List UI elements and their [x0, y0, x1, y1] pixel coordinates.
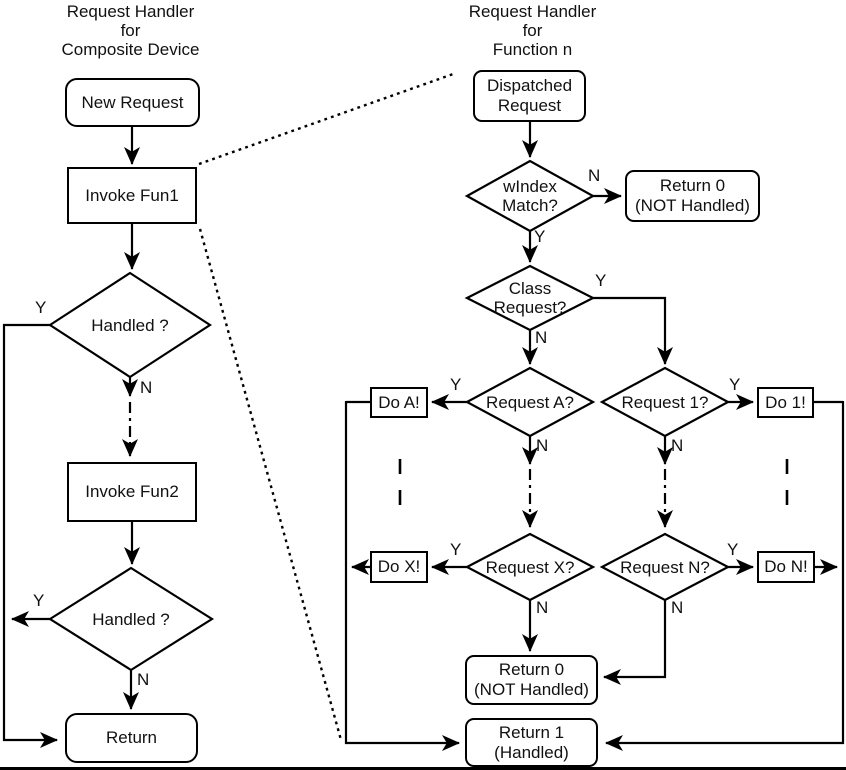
- decision-request1-shape: [599, 366, 731, 438]
- decision-class-shape: [464, 264, 596, 332]
- node-return1: Return 1 (Handled): [465, 718, 598, 767]
- decision-windex-shape: [464, 159, 596, 233]
- edge-label-requestn-yes: Y: [727, 540, 739, 559]
- right-chart-title: Request Handler for Function n: [468, 2, 597, 59]
- left-chart-title: Request Handler for Composite Device: [61, 2, 200, 59]
- edge-label-handled1-no: N: [140, 378, 153, 397]
- decision-requesta-shape: [464, 366, 596, 438]
- bottom-border-strip: [0, 767, 846, 770]
- decision-requestn-shape: [599, 532, 731, 602]
- decision-handled2-shape: [47, 566, 215, 672]
- decision-requestx-shape: [464, 532, 596, 602]
- edge-label-handled2-yes: Y: [33, 591, 45, 610]
- edge-label-requestx-yes: Y: [450, 540, 462, 559]
- node-dispatched-request: Dispatched Request: [473, 70, 586, 122]
- node-invoke-fun1: Invoke Fun1: [67, 167, 197, 224]
- node-do-a: Do A!: [370, 387, 428, 418]
- node-return0-bottom: Return 0 (NOT Handled): [465, 655, 598, 705]
- edge-leftbus-return1: [344, 401, 460, 751]
- dotted-line-bottom: [198, 228, 343, 741]
- edge-label-handled2-no: N: [137, 670, 150, 689]
- node-do-1: Do 1!: [757, 387, 814, 418]
- edge-label-request1-yes: Y: [729, 375, 741, 394]
- node-new-request: New Request: [65, 78, 200, 127]
- ellipsis-marks: [398, 459, 789, 505]
- decision-handled1-shape: [47, 271, 213, 379]
- edge-requestn-no-return0: [603, 600, 667, 685]
- node-do-n: Do N!: [757, 551, 815, 583]
- edge-handled1-yes-return: [2, 323, 58, 748]
- node-do-x: Do X!: [370, 551, 428, 583]
- edge-label-requestx-no: N: [536, 598, 549, 617]
- zoom-dotted-lines: [198, 71, 457, 741]
- edge-label-requestn-no: N: [671, 598, 684, 617]
- edge-label-requesta-no: N: [536, 436, 549, 455]
- dotted-line-top: [198, 71, 457, 166]
- decision-shapes: [47, 159, 731, 672]
- edge-rightbus-return1: [605, 401, 845, 751]
- edge-class-yes-request1: [593, 296, 673, 365]
- right-chart-connectors: [344, 122, 845, 751]
- edge-label-class-yes: Y: [595, 271, 607, 290]
- edge-label-windex-no: N: [588, 166, 601, 185]
- node-invoke-fun2: Invoke Fun2: [67, 462, 197, 522]
- edge-label-request1-no: N: [671, 436, 684, 455]
- node-return0-top: Return 0 (NOT Handled): [625, 170, 760, 222]
- edge-label-requesta-yes: Y: [450, 375, 462, 394]
- edge-label-windex-yes: Y: [534, 227, 546, 246]
- left-chart-connectors: [2, 127, 140, 748]
- edge-label-handled1-yes: Y: [35, 298, 47, 317]
- node-return: Return: [65, 713, 198, 763]
- edge-label-class-no: N: [535, 328, 548, 347]
